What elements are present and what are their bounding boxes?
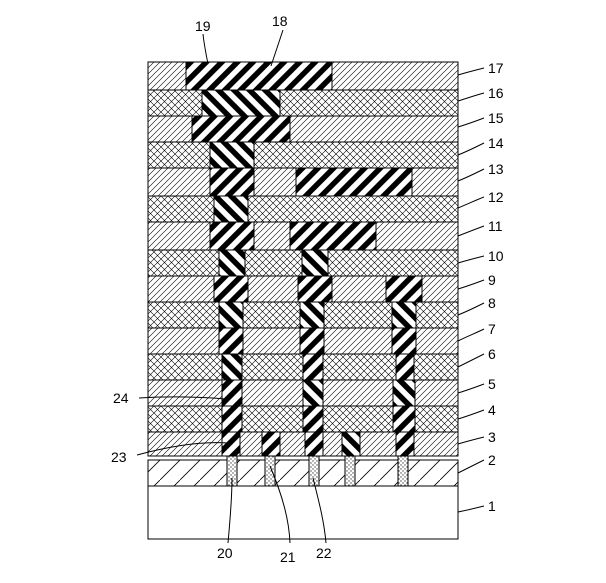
via	[222, 354, 242, 380]
via	[342, 432, 360, 456]
label-22: 22	[316, 545, 332, 561]
via	[192, 116, 290, 142]
via	[298, 276, 332, 302]
via	[303, 406, 323, 432]
label-23: 23	[111, 449, 127, 465]
label-8: 8	[488, 295, 496, 311]
via	[262, 432, 280, 456]
layer-12	[148, 196, 458, 222]
via	[303, 380, 323, 406]
via	[222, 380, 242, 406]
via	[392, 302, 416, 328]
label-13: 13	[488, 161, 504, 177]
via	[303, 354, 323, 380]
label-1: 1	[488, 498, 496, 514]
label-2: 2	[488, 452, 496, 468]
metal-line	[290, 222, 376, 250]
via	[210, 222, 254, 250]
via	[302, 250, 328, 276]
label-15: 15	[488, 110, 504, 126]
contact-plug	[398, 455, 408, 486]
label-17: 17	[488, 60, 504, 76]
label-21: 21	[280, 549, 296, 565]
layer-1-substrate	[148, 486, 458, 539]
via	[300, 328, 324, 354]
label-20: 20	[217, 545, 233, 561]
label-24: 24	[113, 390, 129, 406]
via	[393, 380, 415, 406]
via	[219, 328, 243, 354]
metal-line	[296, 168, 412, 196]
layer-14	[148, 142, 458, 168]
via	[222, 432, 240, 456]
via	[202, 90, 280, 116]
label-3: 3	[488, 429, 496, 445]
contact-plug	[265, 455, 275, 486]
via	[396, 354, 414, 380]
via	[396, 432, 414, 456]
layer-16	[148, 90, 458, 116]
label-5: 5	[488, 376, 496, 392]
label-18: 18	[272, 13, 288, 29]
via	[214, 276, 248, 302]
label-12: 12	[488, 189, 504, 205]
via	[393, 406, 415, 432]
label-19: 19	[195, 18, 211, 34]
via	[214, 196, 248, 222]
via	[219, 250, 245, 276]
label-6: 6	[488, 346, 496, 362]
via	[210, 142, 254, 168]
via	[219, 302, 243, 328]
label-9: 9	[488, 272, 496, 288]
label-16: 16	[488, 85, 504, 101]
top-metal-line	[186, 62, 332, 90]
layer-2	[148, 460, 458, 486]
via	[210, 168, 254, 196]
label-4: 4	[488, 402, 496, 418]
contact-plug	[345, 455, 355, 486]
label-14: 14	[488, 135, 504, 151]
via	[300, 302, 324, 328]
label-10: 10	[488, 248, 504, 264]
via	[305, 432, 323, 456]
label-7: 7	[488, 321, 496, 337]
via	[386, 276, 422, 302]
via	[222, 406, 242, 432]
label-11: 11	[488, 218, 503, 234]
via	[392, 328, 416, 354]
